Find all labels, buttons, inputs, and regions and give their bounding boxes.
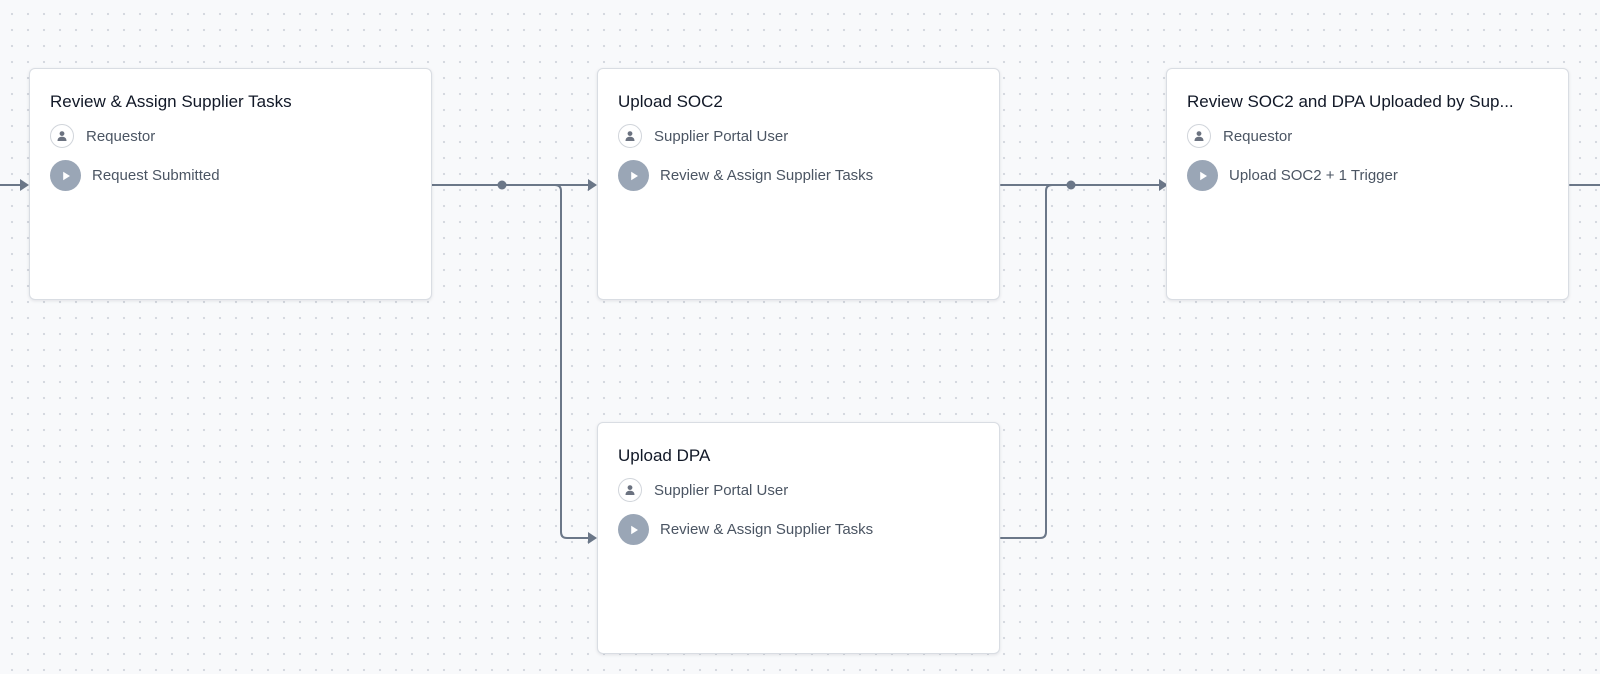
arrowhead-review (1159, 179, 1168, 191)
node-title: Review & Assign Supplier Tasks (50, 92, 292, 111)
node-trigger: Request Submitted (50, 160, 411, 191)
assignee-label: Supplier Portal User (654, 481, 789, 499)
trigger-label: Review & Assign Supplier Tasks (660, 167, 874, 184)
node-trigger: Upload SOC2 + 1 Trigger (1187, 160, 1548, 191)
node-title: Upload DPA (618, 446, 711, 465)
node-title: Review SOC2 and DPA Uploaded by Sup... (1187, 92, 1514, 111)
connector-node1-to-upload-dpa (522, 184, 589, 539)
node-trigger: Review & Assign Supplier Tasks (618, 514, 979, 545)
trigger-label: Upload SOC2 + 1 Trigger (1229, 167, 1398, 184)
workflow-node-upload-soc2[interactable]: Upload SOC2 Supplier Portal User Review … (597, 68, 1000, 300)
node-title: Upload SOC2 (618, 92, 723, 111)
node-assignee: Requestor (50, 123, 411, 149)
user-icon (50, 124, 74, 148)
node-assignee: Requestor (1187, 123, 1548, 149)
node-trigger: Review & Assign Supplier Tasks (618, 160, 979, 191)
arrowhead-node1 (20, 179, 29, 191)
branch-junction-dot (497, 180, 507, 190)
connector-upload-dpa-to-review (1000, 184, 1091, 539)
assignee-label: Supplier Portal User (654, 127, 789, 145)
node-assignee: Supplier Portal User (618, 123, 979, 149)
merge-junction-dot (1066, 180, 1076, 190)
play-icon (1187, 160, 1218, 191)
user-icon (1187, 124, 1211, 148)
play-icon (50, 160, 81, 191)
workflow-node-upload-dpa[interactable]: Upload DPA Supplier Portal User Review &… (597, 422, 1000, 654)
arrowhead-upload-dpa (588, 532, 597, 544)
play-icon (618, 514, 649, 545)
user-icon (618, 124, 642, 148)
arrowhead-upload-soc2 (588, 179, 597, 191)
node-assignee: Supplier Portal User (618, 477, 979, 503)
user-icon (618, 478, 642, 502)
assignee-label: Requestor (1223, 127, 1293, 145)
workflow-node-review-soc2-dpa[interactable]: Review SOC2 and DPA Uploaded by Sup... R… (1166, 68, 1569, 300)
assignee-label: Requestor (86, 127, 156, 145)
trigger-label: Request Submitted (92, 167, 220, 184)
workflow-node-review-assign[interactable]: Review & Assign Supplier Tasks Requestor… (29, 68, 432, 300)
trigger-label: Review & Assign Supplier Tasks (660, 521, 874, 538)
play-icon (618, 160, 649, 191)
